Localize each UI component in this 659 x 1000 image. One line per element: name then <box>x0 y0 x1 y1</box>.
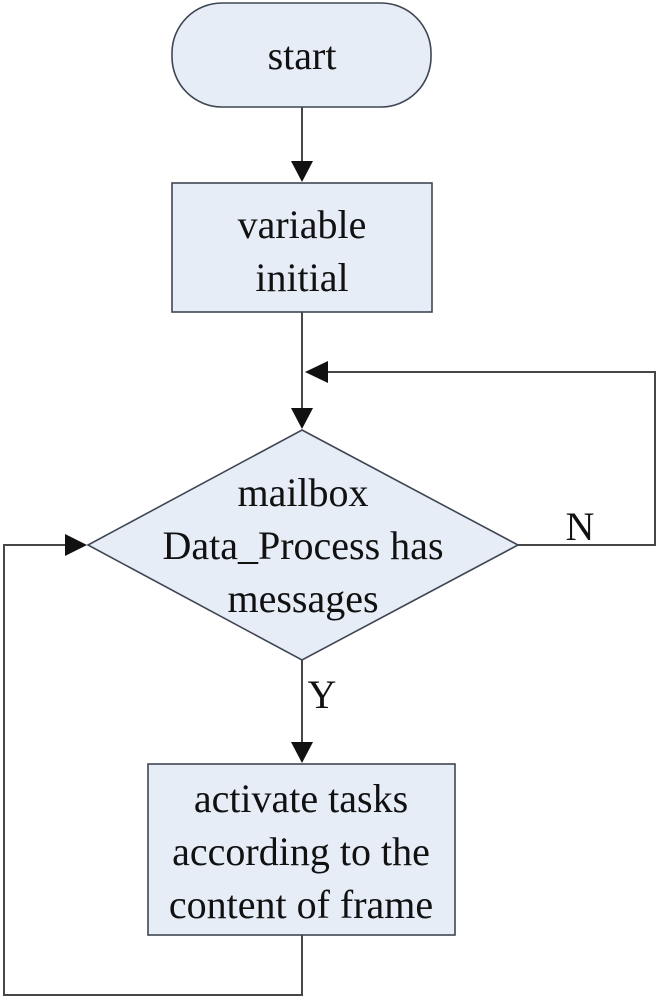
variable-initial-label-line2: initial <box>255 255 348 300</box>
mailbox-decision-label-line3: messages <box>227 576 378 621</box>
activate-tasks-label-line2: according to the <box>172 829 430 874</box>
mailbox-decision-label-line2: Data_Process has <box>162 523 443 568</box>
variable-initial-node <box>171 182 433 313</box>
arrow-left-junction-icon <box>305 361 328 383</box>
mailbox-decision-label-line1: mailbox <box>237 470 368 515</box>
start-node-label: start <box>268 33 337 78</box>
activate-tasks-label-line3: content of frame <box>169 882 433 927</box>
arrow-down-into-activate-icon <box>291 742 313 763</box>
start-node <box>171 2 432 108</box>
activate-tasks-node <box>147 763 456 936</box>
mailbox-decision-node <box>86 429 520 661</box>
yes-branch-label: Y <box>308 672 337 717</box>
arrow-down-into-init-icon <box>291 161 313 182</box>
activate-tasks-label-line1: activate tasks <box>194 776 408 821</box>
no-branch-label: N <box>566 504 595 549</box>
edge-no-loop <box>328 371 656 546</box>
variable-initial-label-line1: variable <box>238 202 367 247</box>
arrow-right-into-decision-icon <box>65 534 87 556</box>
edge-return-loop <box>3 544 303 996</box>
arrow-down-into-decision-icon <box>291 408 313 429</box>
